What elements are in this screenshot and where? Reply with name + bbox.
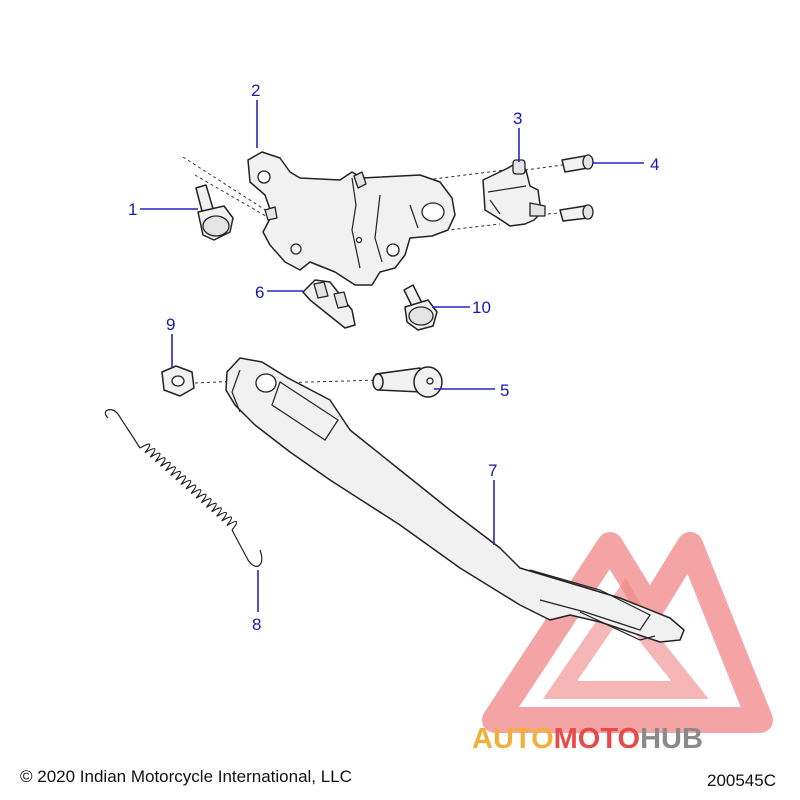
spring-coil <box>139 443 238 531</box>
side-stand-part <box>225 357 685 643</box>
watermark-text: AUTOMOTOHUB <box>472 723 703 755</box>
flange-bolt-1 <box>195 184 234 241</box>
callout-5: 5 <box>500 381 509 400</box>
leader-lines <box>140 100 644 612</box>
flange-bolt-10 <box>403 284 438 331</box>
spring-part <box>104 409 263 567</box>
diagram-code: 200545C <box>707 771 776 790</box>
watermark-text-moto: MOTO <box>554 723 640 755</box>
callout-6: 6 <box>255 283 264 302</box>
nut-part <box>161 365 195 397</box>
bracket-hole-lower <box>386 243 400 257</box>
stand-pivot-hole <box>255 373 277 393</box>
callout-labels: 1 2 3 4 5 6 7 8 9 10 <box>128 81 659 634</box>
watermark-triangle-outer <box>482 532 773 733</box>
callout-9: 9 <box>166 315 175 334</box>
callout-8: 8 <box>252 615 261 634</box>
callout-10: 10 <box>472 298 491 317</box>
clip-part <box>302 279 356 329</box>
watermark-logo <box>482 532 773 733</box>
callout-1: 1 <box>128 200 137 219</box>
callout-4: 4 <box>650 155 659 174</box>
bracket-hole-small <box>355 236 363 244</box>
switch-tab <box>512 159 526 175</box>
watermark-text-auto: AUTO <box>472 723 554 755</box>
screw-pair <box>559 154 594 222</box>
watermark-text-hub: HUB <box>640 723 703 755</box>
callout-2: 2 <box>251 81 260 100</box>
bracket-hole-top <box>257 170 271 184</box>
watermark-triangle-inner <box>542 577 709 699</box>
copyright-text: © 2020 Indian Motorcycle International, … <box>20 767 352 786</box>
callout-7: 7 <box>488 461 497 480</box>
bracket-hole-left <box>290 243 302 255</box>
pivot-bolt <box>372 366 443 398</box>
bracket-part <box>247 151 456 286</box>
bracket-hole-right <box>421 202 445 222</box>
switch-part <box>482 159 546 227</box>
callout-3: 3 <box>513 109 522 128</box>
